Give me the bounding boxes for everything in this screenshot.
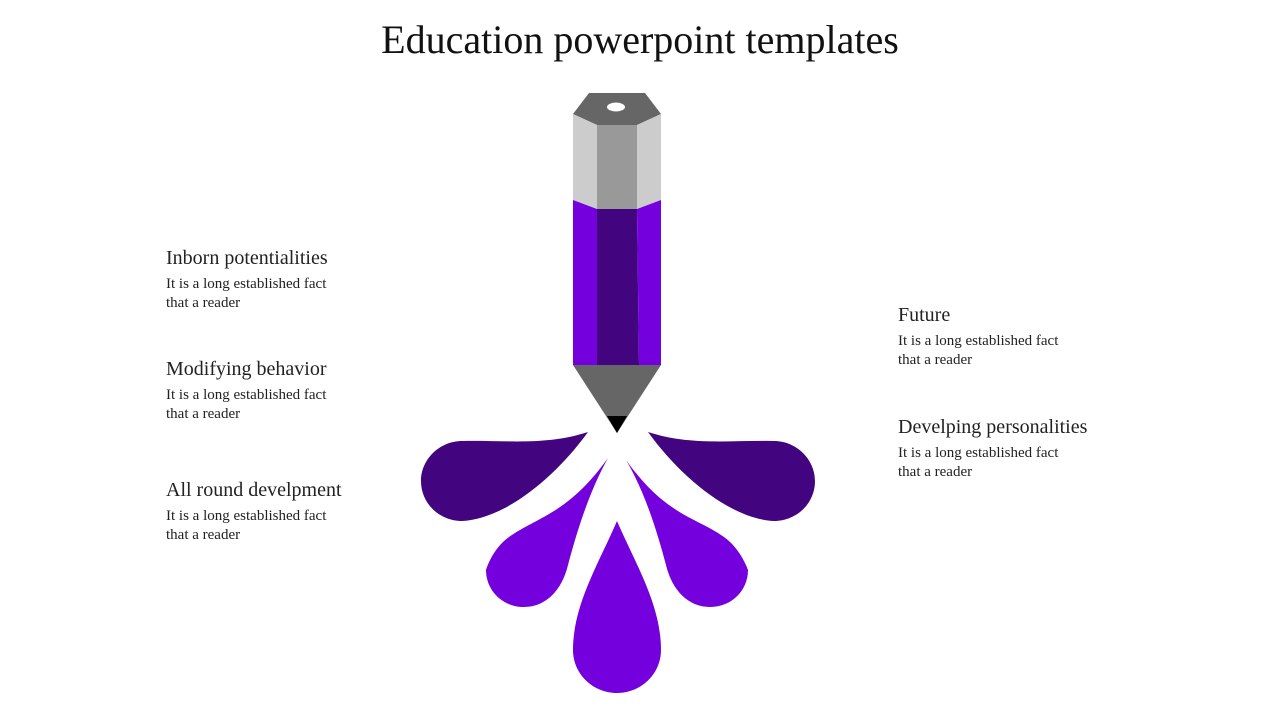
item-heading: All round develpment	[166, 479, 342, 501]
item-description: It is a long established fact that a rea…	[166, 508, 327, 543]
item-heading: Inborn potentialities	[166, 247, 328, 269]
item-description: It is a long established fact that a rea…	[898, 445, 1059, 480]
item-future: Future It is a long established fact tha…	[898, 302, 1198, 370]
item-heading: Future	[898, 304, 951, 326]
drop-left-upper	[421, 432, 588, 521]
drop-right-upper	[648, 432, 815, 521]
drop-left-lower	[486, 458, 608, 607]
slide-title: Education powerpoint templates	[381, 17, 899, 62]
item-all-round-development: All round develpment It is a long establ…	[166, 477, 466, 545]
item-heading: Modifying behavior	[166, 358, 327, 380]
item-developing-personalities: Develping personalities It is a long est…	[898, 414, 1198, 482]
item-inborn-potentialities: Inborn potentialities It is a long estab…	[166, 245, 466, 313]
item-heading: Develping personalities	[898, 416, 1088, 438]
pencil-ferrule-left	[573, 114, 597, 209]
drop-right-lower	[626, 460, 748, 607]
pencil-lead	[607, 416, 627, 433]
pencil-eraser-hole	[607, 102, 625, 112]
drop-bottom	[573, 521, 661, 693]
item-description: It is a long established fact that a rea…	[166, 387, 327, 422]
pencil-tip	[573, 365, 661, 433]
pencil-body-right	[637, 200, 661, 365]
pencil-body-middle	[597, 209, 639, 365]
pencil-ferrule-middle	[597, 125, 637, 209]
pencil-body-left	[573, 200, 597, 365]
pencil-ferrule-right	[637, 114, 661, 209]
item-description: It is a long established fact that a rea…	[166, 276, 327, 311]
item-description: It is a long established fact that a rea…	[898, 333, 1059, 368]
item-modifying-behavior: Modifying behavior It is a long establis…	[166, 356, 466, 424]
